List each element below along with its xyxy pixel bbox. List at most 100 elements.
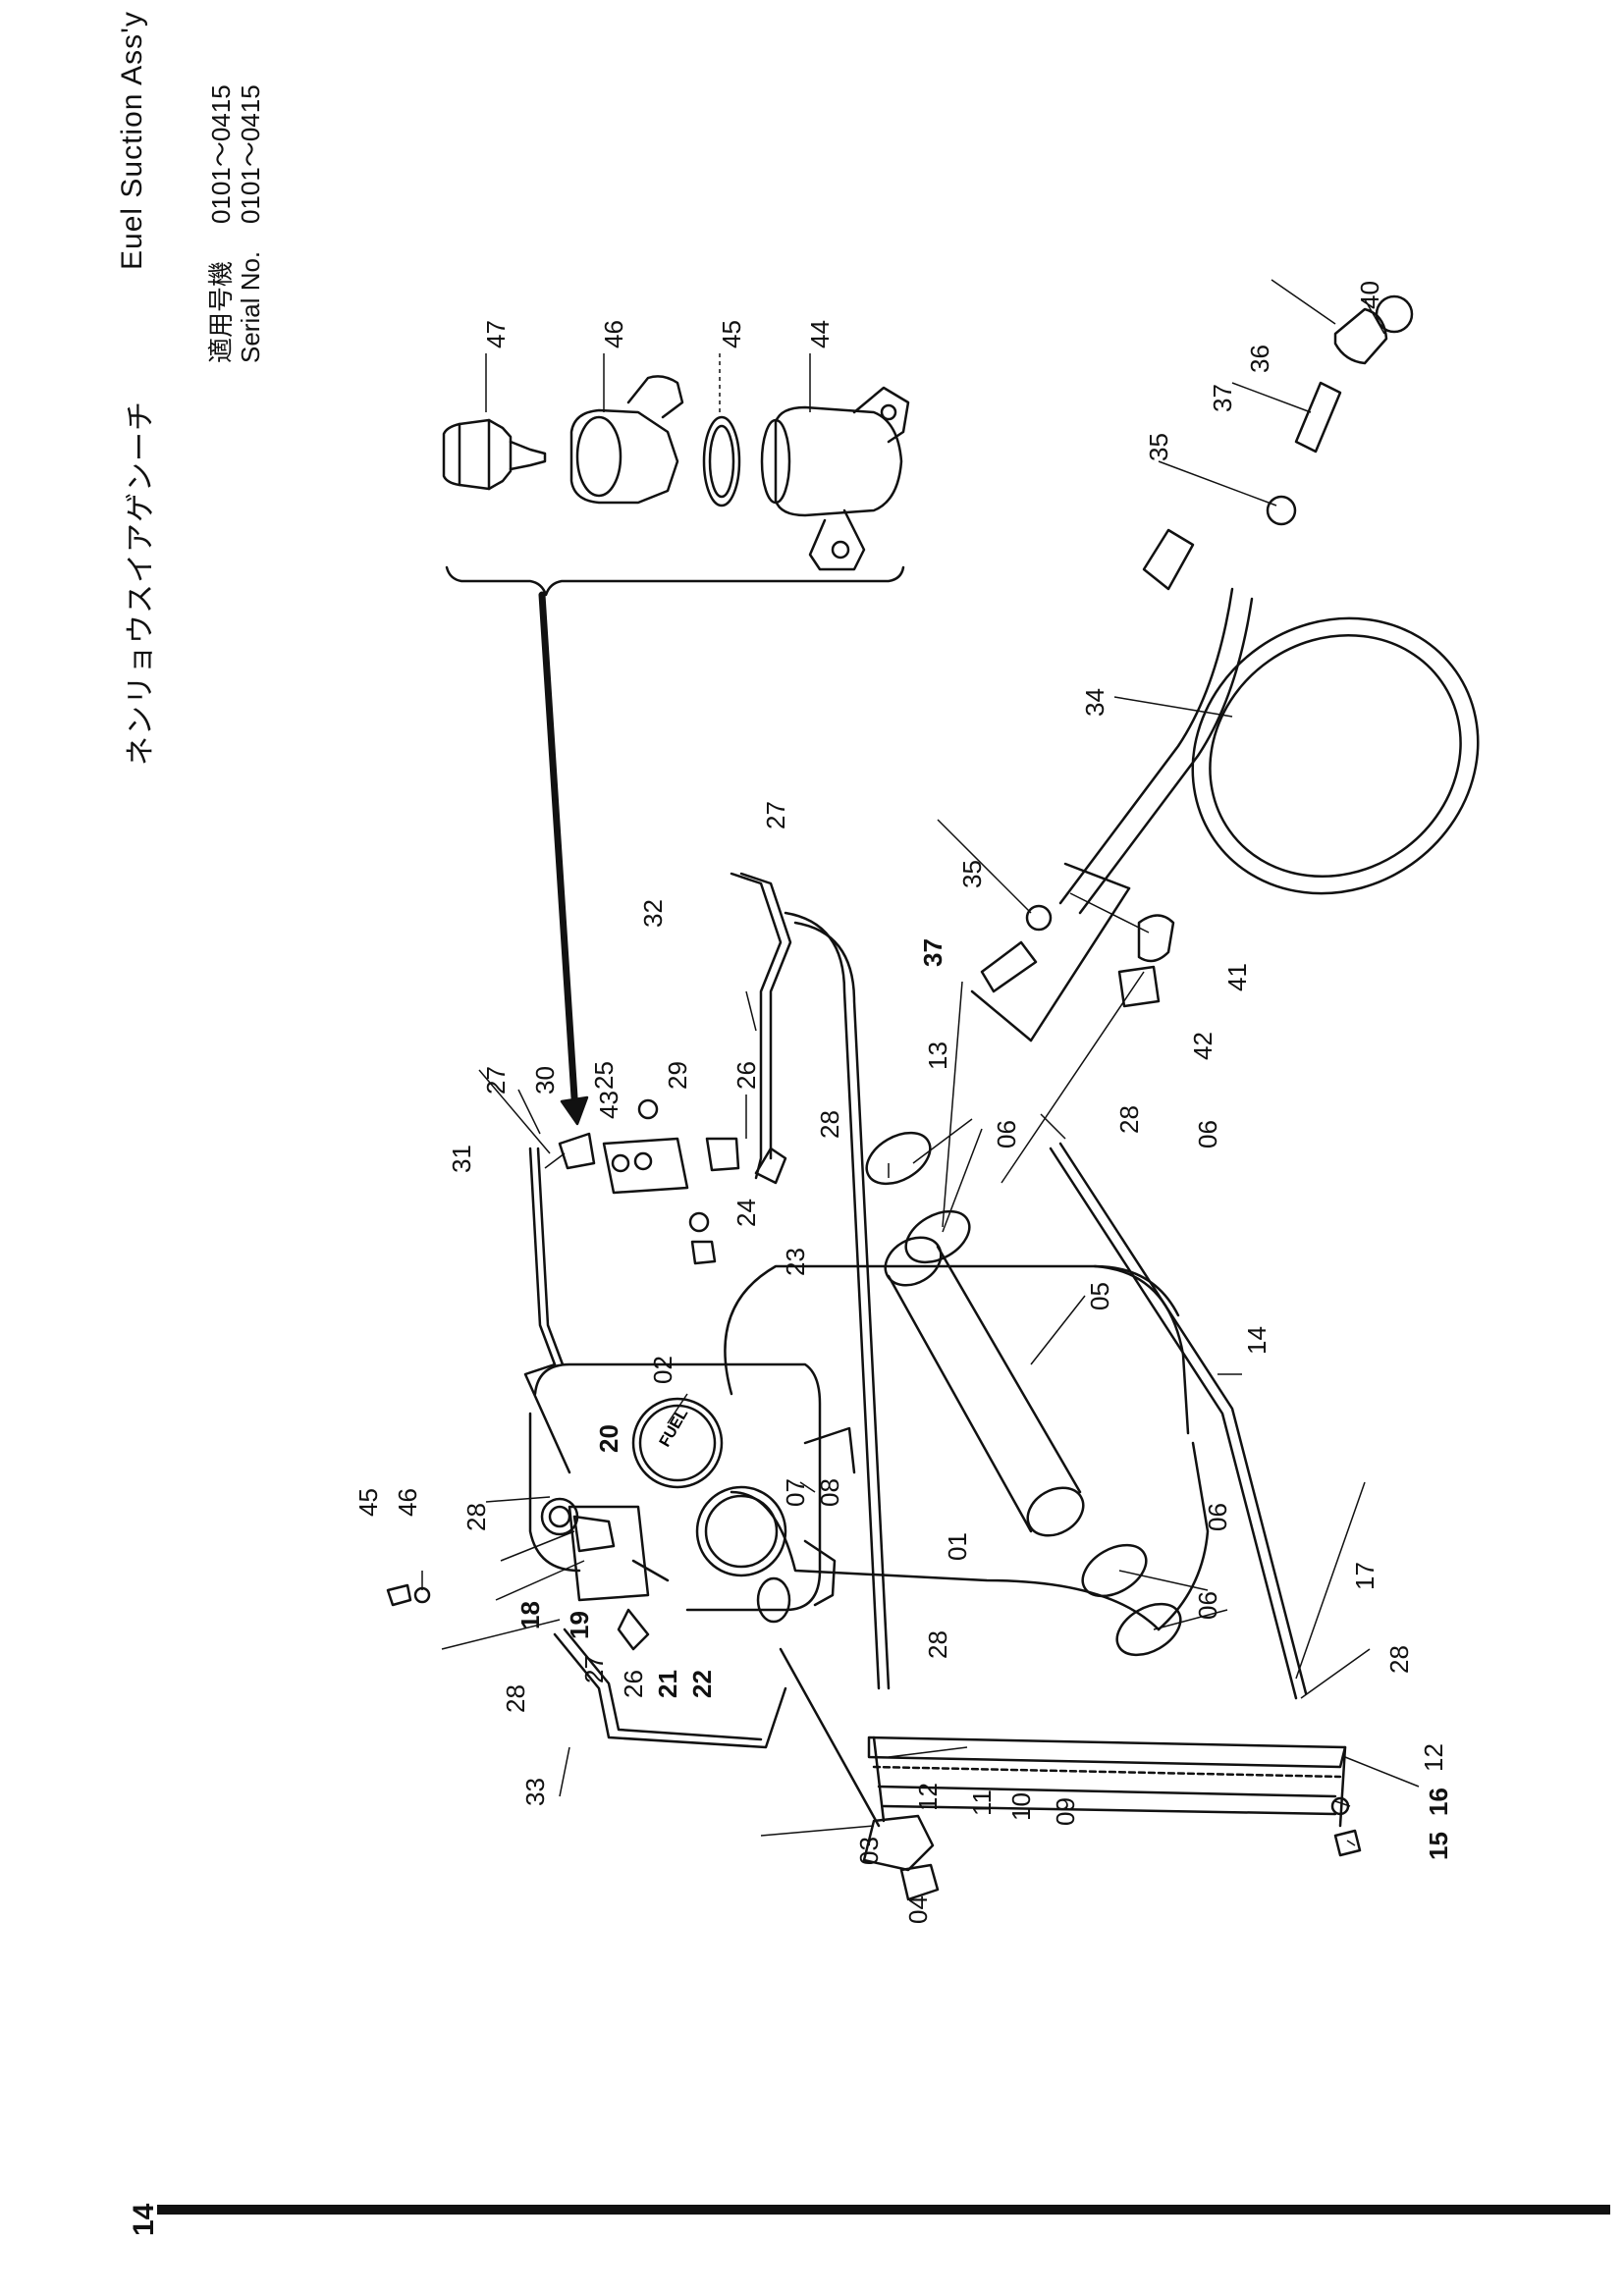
callout-29: 29 (663, 1061, 692, 1090)
part-06-clamp (1081, 1543, 1148, 1598)
callout-03: 03 (854, 1837, 884, 1865)
callout-15: 15 (1424, 1832, 1453, 1860)
callout-09: 09 (1051, 1797, 1080, 1826)
callout-32: 32 (638, 899, 668, 928)
callout-35-b: 35 (957, 860, 987, 888)
callout-34: 34 (1080, 688, 1109, 717)
callout-41: 45 (353, 1488, 383, 1517)
part-36-nut (1333, 307, 1388, 365)
callout-28-a: 28 (1114, 1105, 1144, 1134)
callout-28-d: 28 (501, 1684, 530, 1713)
part-33-pipe (553, 1632, 787, 1749)
callout-28-b: 28 (815, 1110, 844, 1139)
callout-11: 11 (967, 1789, 997, 1816)
callout-02: 02 (648, 1356, 677, 1384)
part-46-body (569, 408, 679, 505)
callout-28-e: 28 (923, 1630, 952, 1659)
part-44-bowl (774, 405, 903, 517)
callout-31: 31 (447, 1145, 476, 1173)
part-06-clamp (904, 1209, 971, 1264)
callout-06-b: 06 (1193, 1591, 1222, 1620)
callout-01: 01 (943, 1532, 972, 1561)
callout-35-a: 35 (1144, 433, 1173, 461)
callout-26-b: 26 (619, 1670, 648, 1698)
part-05-hose-top (936, 1245, 1082, 1494)
part-24-washer (688, 1211, 710, 1233)
callout-12-b: 12 (913, 1783, 943, 1811)
part-14-pipe (1049, 1147, 1298, 1700)
part-01-tube (724, 1264, 1180, 1396)
part-29-nipple (705, 1137, 740, 1172)
part-32-pipe (730, 872, 783, 1180)
callout-37-a: 37 (1208, 384, 1237, 412)
part-04-cap (899, 1863, 940, 1901)
part-42-washer (413, 1586, 431, 1604)
callout-12-a: 12 (1419, 1743, 1448, 1772)
part-15-bolt (1333, 1829, 1362, 1857)
callout-46: 46 (599, 320, 628, 348)
callout-27-b: 27 (481, 1066, 511, 1095)
callout-13: 13 (923, 1041, 952, 1070)
detail-arrow-shaft (538, 591, 578, 1101)
part-03-plug (862, 1814, 935, 1872)
callout-16: 16 (1424, 1788, 1453, 1816)
part-43-block (602, 1137, 689, 1195)
callout-04: 04 (903, 1896, 933, 1924)
callout-10: 10 (1006, 1792, 1036, 1821)
part-35-ring (1025, 904, 1053, 932)
callout-25: 25 (589, 1061, 619, 1090)
callout-21: 21 (653, 1670, 682, 1698)
part-38-cap (1375, 294, 1414, 334)
part-06-clamp (1115, 1602, 1182, 1657)
part-45-oring (702, 415, 741, 507)
callout-40: 42 (1188, 1032, 1217, 1060)
part-02-strainer (695, 1485, 787, 1577)
callout-17: 17 (1350, 1562, 1380, 1590)
detail-bracket (445, 565, 905, 597)
part-47-fitting (442, 418, 513, 491)
callout-26-a: 26 (731, 1061, 761, 1090)
callout-37-b: 37 (918, 938, 947, 967)
callout-44: 44 (805, 320, 835, 348)
callout-06-c: 06 (1203, 1503, 1232, 1531)
part-05-hose-bottom (887, 1274, 1033, 1533)
callout-39: 41 (1222, 963, 1252, 991)
callout-47: 47 (481, 320, 511, 348)
part-18-valve (540, 1497, 579, 1536)
part-25-nut (637, 1098, 659, 1120)
fuel-cap-label: FUEL (657, 1406, 692, 1450)
callout-14: 14 (1242, 1326, 1271, 1355)
callout-36: 36 (1245, 345, 1274, 373)
callout-38: 40 (1355, 281, 1384, 309)
part-35-ring (1266, 495, 1297, 526)
part-09-bracket (867, 1735, 1347, 1769)
callout-08: 08 (815, 1478, 844, 1507)
callout-28-f: 28 (1384, 1645, 1414, 1674)
part-31-pipe (528, 1147, 557, 1366)
callout-30: 30 (530, 1066, 560, 1095)
callout-28-c: 28 (461, 1503, 491, 1531)
callout-24: 24 (731, 1199, 761, 1227)
callout-19: 19 (565, 1611, 594, 1639)
part-02-cap (631, 1397, 724, 1489)
detail-arrow-head (560, 1095, 589, 1126)
part-39-fitting (1137, 914, 1175, 963)
callout-43: 43 (594, 1091, 623, 1119)
callout-23: 23 (781, 1248, 810, 1276)
callout-20: 20 (594, 1424, 623, 1453)
part-34-hose (1058, 587, 1234, 905)
part-02-tank (533, 1362, 822, 1612)
part-30-nipple (558, 1132, 596, 1170)
callout-45: 45 (717, 320, 746, 348)
part-41-bolt (386, 1583, 412, 1607)
callout-33: 33 (520, 1778, 550, 1806)
callout-18: 18 (515, 1601, 545, 1629)
part-06-clamp (865, 1131, 932, 1186)
part-13-pipe (784, 911, 881, 1690)
part-37-nipple (980, 940, 1038, 993)
callout-27-a: 27 (761, 801, 790, 829)
page-rule (157, 2205, 1610, 2215)
part-37-nipple (1294, 381, 1342, 454)
